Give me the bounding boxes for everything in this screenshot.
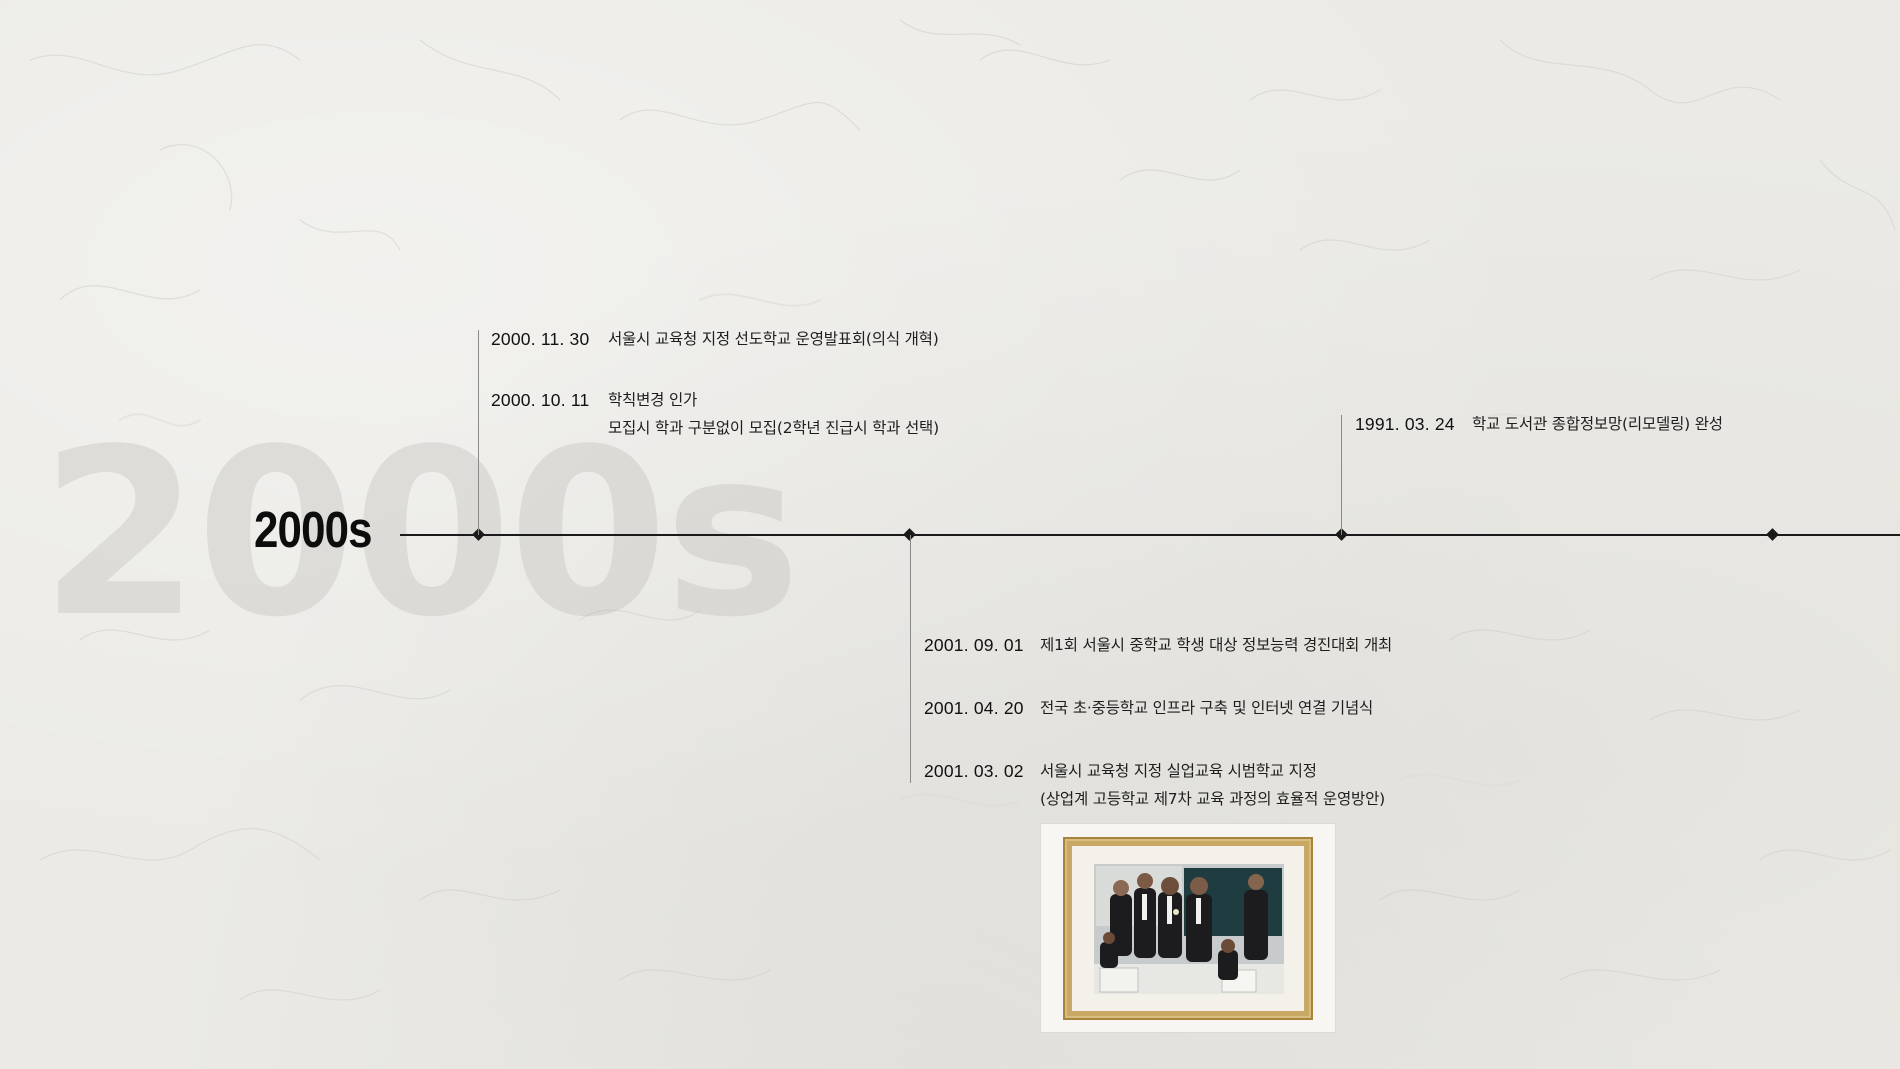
event-description: 학교 도서관 종합정보망(리모델링) 완성 — [1472, 410, 1723, 438]
timeline-axis — [400, 534, 1900, 536]
timeline-stem-upper-3 — [1341, 415, 1342, 535]
event-date: 2001. 04. 20 — [924, 698, 1024, 718]
event-2000-11-30: 2000. 11. 30 — [491, 325, 589, 353]
event-text-line: 서울시 교육청 지정 실업교육 시범학교 지정 — [1040, 762, 1317, 780]
decade-label: 2000s — [254, 501, 373, 558]
event-2000-10-11: 2000. 10. 11 — [491, 386, 589, 414]
event-text-line: 학칙변경 인가 — [608, 391, 698, 409]
event-date: 2001. 03. 02 — [924, 761, 1024, 781]
photo-frame — [1063, 837, 1313, 1020]
event-text-line: 모집시 학과 구분없이 모집(2학년 진급시 학과 선택) — [608, 419, 939, 437]
timeline-stem-lower-2 — [910, 535, 911, 783]
event-text-line: 학교 도서관 종합정보망(리모델링) 완성 — [1472, 415, 1723, 433]
event-text-line: 제1회 서울시 중학교 학생 대상 정보능력 경진대회 개최 — [1040, 636, 1393, 654]
event-description: 전국 초·중등학교 인프라 구축 및 인터넷 연결 기념식 — [1040, 694, 1373, 722]
event-text-line: (상업계 고등학교 제7차 교육 과정의 효율적 운영방안) — [1040, 790, 1385, 808]
event-2001-03-02: 2001. 03. 02 — [924, 757, 1024, 785]
event-description: 서울시 교육청 지정 선도학교 운영발표회(의식 개혁) — [608, 325, 939, 353]
event-date: 2000. 11. 30 — [491, 329, 590, 349]
event-text-line: 서울시 교육청 지정 선도학교 운영발표회(의식 개혁) — [608, 330, 939, 348]
event-2001-09-01: 2001. 09. 01 — [924, 631, 1024, 659]
event-description: 학칙변경 인가 모집시 학과 구분없이 모집(2학년 진급시 학과 선택) — [608, 386, 939, 442]
ceremony-photo — [1072, 846, 1304, 1011]
timeline-stem-upper-1 — [478, 330, 479, 535]
event-photo-card — [1040, 823, 1336, 1033]
photo-mat — [1072, 846, 1304, 1011]
event-description: 제1회 서울시 중학교 학생 대상 정보능력 경진대회 개최 — [1040, 631, 1392, 659]
event-text-line: 전국 초·중등학교 인프라 구축 및 인터넷 연결 기념식 — [1040, 699, 1374, 717]
event-date: 2000. 10. 11 — [491, 390, 590, 410]
event-date: 1991. 03. 24 — [1355, 414, 1455, 434]
event-date: 2001. 09. 01 — [924, 635, 1024, 655]
event-1991-03-24: 1991. 03. 24 — [1355, 410, 1455, 438]
event-description: 서울시 교육청 지정 실업교육 시범학교 지정 (상업계 고등학교 제7차 교육… — [1040, 757, 1385, 813]
event-2001-04-20: 2001. 04. 20 — [924, 694, 1024, 722]
